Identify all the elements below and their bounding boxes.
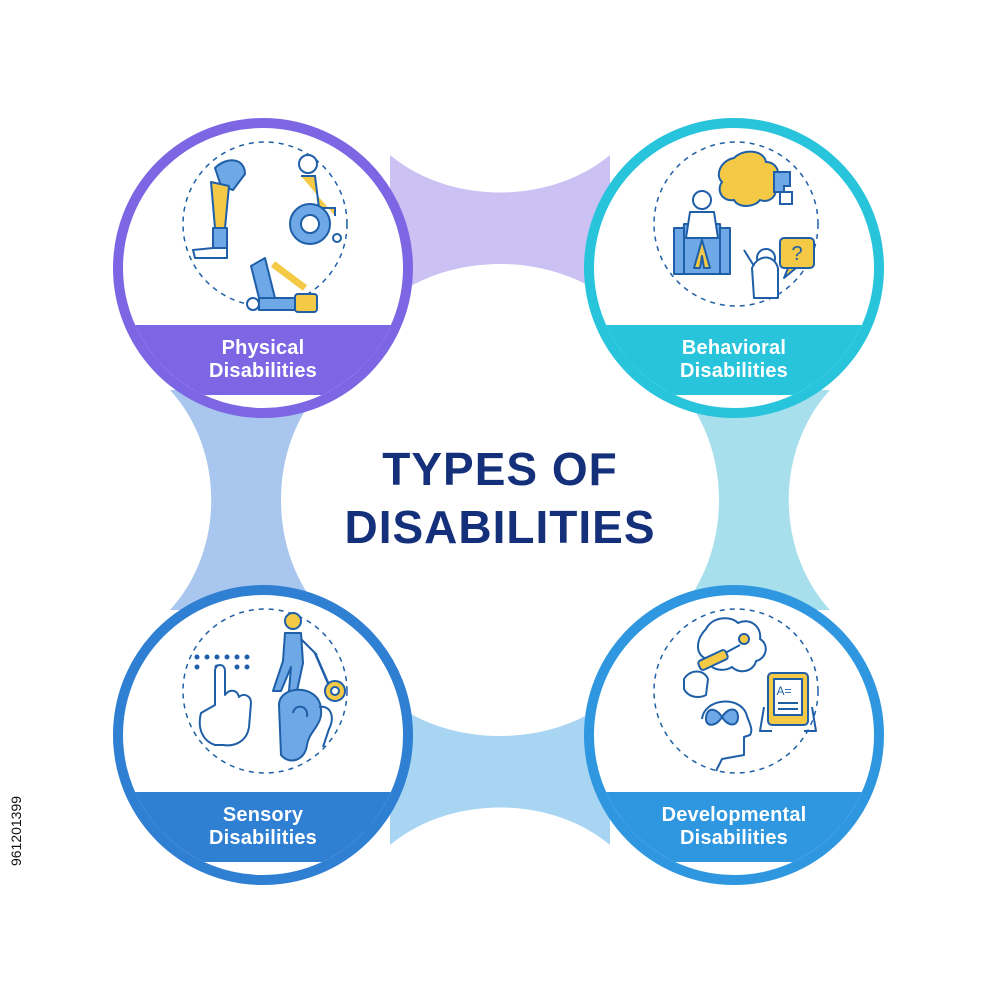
category-label-line2: Disabilities	[680, 827, 788, 849]
head-infinity-icon	[701, 700, 753, 772]
braille-hand-icon	[194, 654, 252, 747]
category-physical: Physical Disabilities	[113, 118, 413, 418]
title-line1: TYPES OF	[382, 443, 618, 495]
category-label-line2: Disabilities	[680, 360, 788, 382]
category-label-line2: Disabilities	[209, 827, 317, 849]
category-label-band: Sensory Disabilities	[123, 792, 403, 862]
category-label-line1: Sensory	[222, 804, 304, 826]
diagram-title: TYPES OF DISABILITIES	[280, 440, 720, 556]
svg-text:A=: A=	[776, 684, 791, 698]
category-label-line1: Physical	[221, 337, 305, 359]
connector-left	[170, 390, 320, 610]
category-sensory: Sensory Disabilities	[113, 585, 413, 885]
reading-tablet-icon: A=	[759, 672, 817, 732]
ear-hearing-aid-icon	[278, 680, 346, 762]
connector-top	[390, 155, 610, 300]
wheelchair-user-icon	[289, 154, 342, 245]
stock-id-label: 961201399	[4, 766, 28, 896]
category-behavioral: ? Behavioral Disabilities	[584, 118, 884, 418]
category-developmental: A= Developmental Disabilities	[584, 585, 884, 885]
connector-right	[680, 390, 830, 610]
person-in-armchair-icon	[673, 190, 731, 275]
developmental-icon-group: A=	[653, 608, 819, 774]
brain-puzzle-icon	[717, 150, 793, 207]
confused-person-question-icon: ?	[743, 237, 815, 299]
prosthetic-leg-icon	[192, 159, 246, 259]
category-label-line2: Disabilities	[209, 360, 317, 382]
connector-bottom	[390, 700, 610, 845]
category-label-band: Behavioral Disabilities	[594, 325, 874, 395]
title-line2: DISABILITIES	[344, 501, 656, 553]
category-label-band: Developmental Disabilities	[594, 792, 874, 862]
blind-person-cane-icon	[272, 612, 337, 700]
svg-text:?: ?	[791, 243, 802, 265]
stock-id-text: 961201399	[8, 795, 24, 867]
physical-icon-group	[182, 141, 348, 313]
sensory-icon-group	[182, 608, 348, 774]
prosthetic-arm-icon	[246, 257, 318, 313]
category-label-band: Physical Disabilities	[123, 325, 403, 395]
category-label-line1: Behavioral	[681, 337, 787, 359]
category-label-line1: Developmental	[661, 804, 807, 826]
behavioral-icon-group: ?	[653, 141, 819, 307]
brain-stimulation-icon	[683, 617, 767, 698]
